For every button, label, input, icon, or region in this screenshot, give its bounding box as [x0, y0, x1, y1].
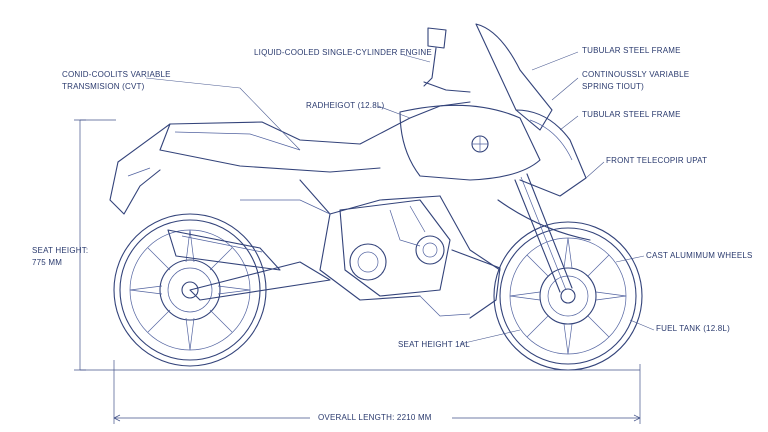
label-overall-length: OVERALL LENGTH: 2210 MM — [318, 413, 432, 422]
label-seat-height-line1: SEAT HEIGHT: — [32, 246, 89, 255]
rear-wheel — [113, 213, 267, 367]
dimension-lines — [74, 119, 641, 424]
label-engine: LIQUID-COOLED SINGLE-CYLINDER ENGINE — [254, 48, 432, 57]
label-fuel-tank: FUEL TANK (12.8L) — [656, 324, 730, 333]
label-front-telescopic: FRONT TELECOPIR UPAT — [606, 156, 708, 165]
label-seat-height-line2: 775 MM — [32, 258, 63, 267]
label-seat-height-bottom: SEAT HEIGHT 1AL — [398, 340, 470, 349]
label-transmission-line2: TRANSMISION (CVT) — [62, 82, 145, 91]
label-transmission-line1: CONID-COOLITS VARIABLE — [62, 70, 171, 79]
front-wheel — [493, 221, 643, 371]
front-fork — [497, 173, 591, 293]
label-seat-mid: RADHEIGOT (12.8L) — [306, 101, 385, 110]
label-spring-line2: SPRING TIOUT) — [582, 82, 645, 91]
label-spring-line1: CONTINOUSSLY VARIABLE — [582, 70, 690, 79]
leader-lines — [145, 51, 655, 345]
label-tubular-frame-mid: TUBULAR STEEL FRAME — [582, 110, 681, 119]
body-frame — [109, 23, 587, 319]
label-wheels: CAST ALUMIMUM WHEELS — [646, 251, 753, 260]
label-tubular-frame-top: TUBULAR STEEL FRAME — [582, 46, 681, 55]
